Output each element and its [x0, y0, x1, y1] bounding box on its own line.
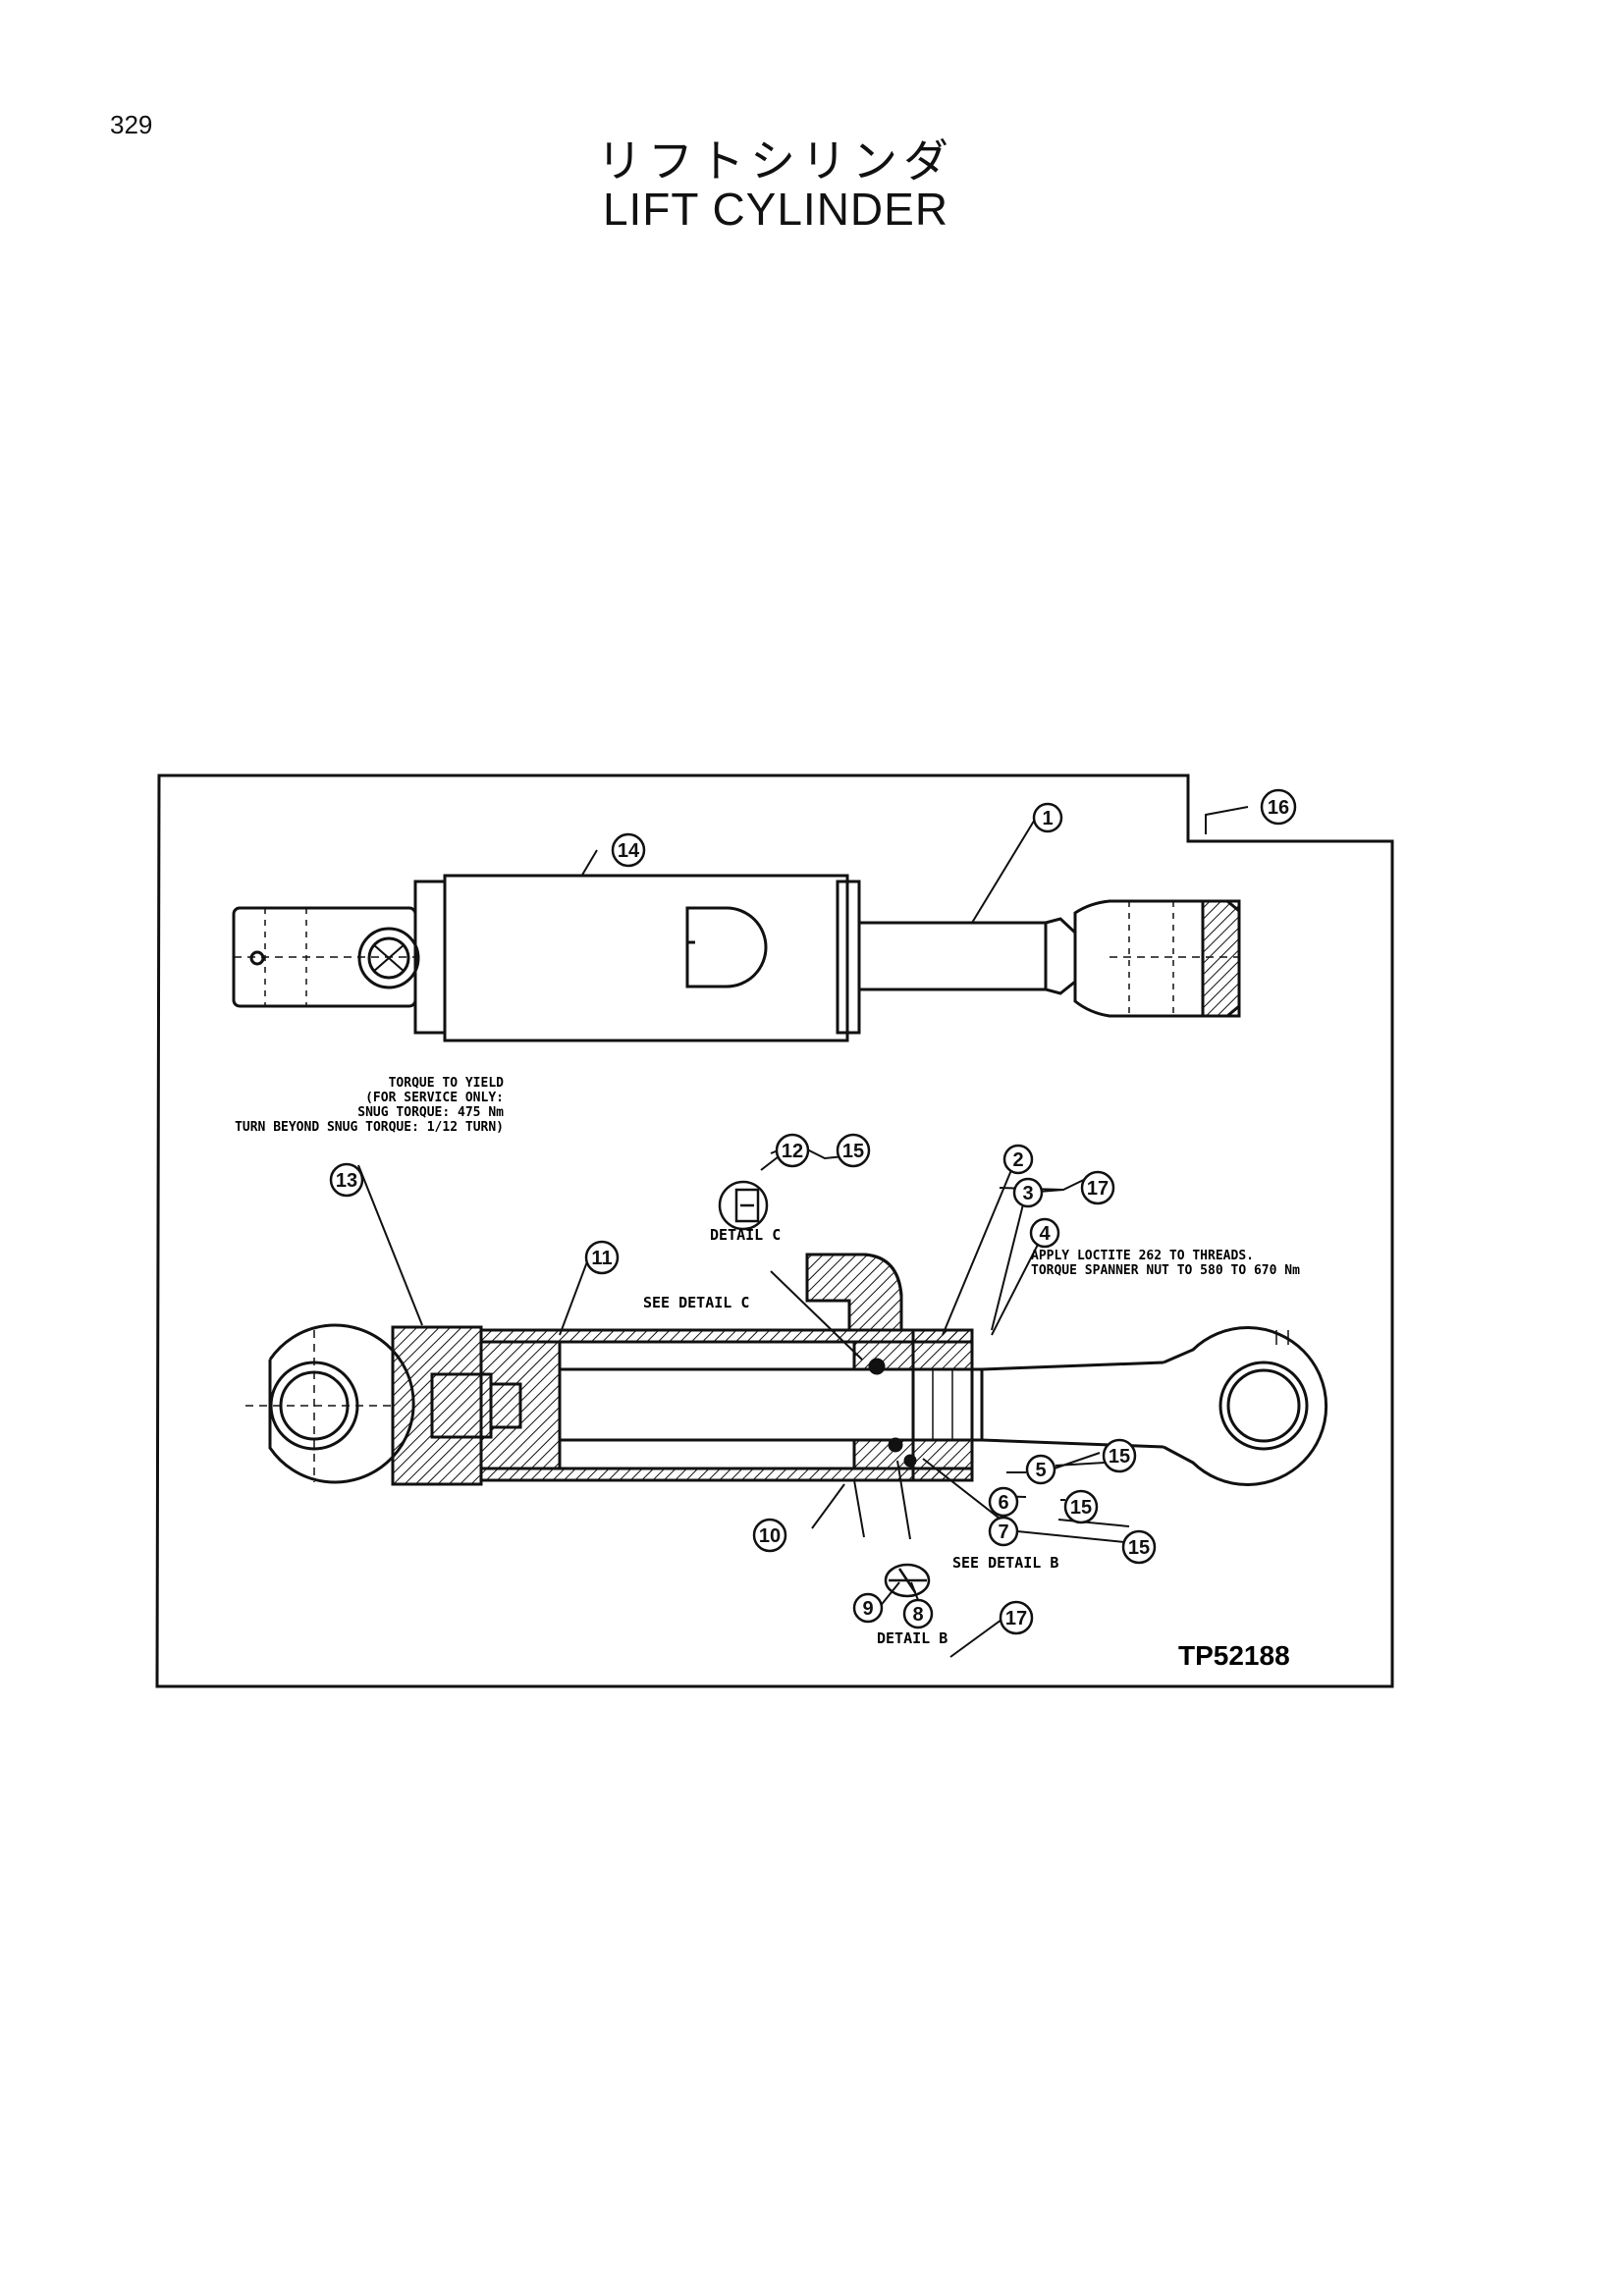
page-title-english: LIFT CYLINDER [602, 184, 949, 235]
svg-text:8: 8 [912, 1604, 923, 1626]
svg-text:9: 9 [862, 1598, 873, 1620]
balloon-15-seal-5: 15 [1102, 1438, 1137, 1473]
balloon-15-seal-7: 15 [1121, 1529, 1157, 1565]
torque-note-line-3: SNUG TORQUE: 475 Nm [357, 1105, 504, 1120]
svg-text:17: 17 [1005, 1608, 1027, 1629]
svg-text:14: 14 [618, 840, 640, 862]
loctite-note-line-2: TORQUE SPANNER NUT TO 580 TO 670 Nm [1031, 1263, 1300, 1278]
cylinder-external-view [232, 874, 1241, 1042]
diagram-frame [155, 774, 1394, 1688]
balloon-15-seal-6: 15 [1063, 1489, 1099, 1524]
torque-note-line-2: (FOR SERVICE ONLY: [365, 1091, 504, 1105]
torque-note-line-4: TURN BEYOND SNUG TORQUE: 1/12 TURN) [235, 1120, 504, 1135]
balloon-6: 6 [988, 1486, 1019, 1518]
detail-b-caption: DETAIL B [877, 1629, 947, 1647]
svg-text:4: 4 [1039, 1223, 1051, 1245]
diagram-reference-number: TP52188 [1178, 1640, 1290, 1671]
balloon-14: 14 [611, 832, 646, 868]
balloon-16: 16 [1260, 788, 1297, 826]
loctite-note-line-1: APPLY LOCTITE 262 TO THREADS. [1031, 1249, 1254, 1263]
torque-note-line-1: TORQUE TO YIELD [389, 1076, 505, 1091]
svg-text:10: 10 [759, 1525, 781, 1547]
svg-text:2: 2 [1012, 1149, 1023, 1171]
balloon-1: 1 [1032, 802, 1063, 833]
detail-c-sketch [718, 1180, 769, 1231]
balloon-7: 7 [988, 1516, 1019, 1547]
svg-text:13: 13 [336, 1170, 357, 1192]
svg-text:15: 15 [1128, 1537, 1150, 1559]
svg-text:6: 6 [998, 1492, 1008, 1514]
leader-lines [357, 806, 1249, 1658]
balloon-15-detail-c: 15 [836, 1133, 871, 1168]
svg-text:5: 5 [1035, 1460, 1046, 1481]
balloon-9: 9 [852, 1592, 884, 1624]
balloon-11: 11 [584, 1240, 620, 1275]
svg-text:7: 7 [998, 1522, 1008, 1543]
svg-text:15: 15 [842, 1141, 864, 1162]
balloon-17-detail-b: 17 [999, 1600, 1034, 1635]
balloon-3: 3 [1012, 1177, 1044, 1208]
cylinder-section-view [245, 1253, 1328, 1486]
balloon-4: 4 [1029, 1217, 1060, 1249]
balloon-13: 13 [329, 1162, 364, 1198]
svg-text:16: 16 [1268, 797, 1289, 819]
svg-text:3: 3 [1022, 1183, 1033, 1204]
balloon-2: 2 [1002, 1144, 1034, 1175]
balloon-12: 12 [775, 1133, 810, 1168]
balloon-8: 8 [902, 1598, 934, 1629]
balloon-5: 5 [1025, 1454, 1056, 1485]
svg-text:1: 1 [1042, 808, 1053, 829]
page-title-japanese: リフトシリンダ [597, 134, 954, 187]
svg-text:17: 17 [1087, 1178, 1109, 1200]
see-detail-c-label: SEE DETAIL C [643, 1294, 749, 1311]
see-detail-b-label: SEE DETAIL B [952, 1554, 1058, 1572]
balloon-10: 10 [752, 1518, 787, 1553]
balloon-17-gland: 17 [1080, 1170, 1115, 1205]
page-number: 329 [110, 110, 153, 139]
svg-text:15: 15 [1070, 1497, 1092, 1519]
svg-text:15: 15 [1109, 1446, 1130, 1468]
detail-c-caption: DETAIL C [710, 1226, 781, 1244]
svg-text:11: 11 [591, 1248, 612, 1269]
svg-text:12: 12 [782, 1141, 803, 1162]
